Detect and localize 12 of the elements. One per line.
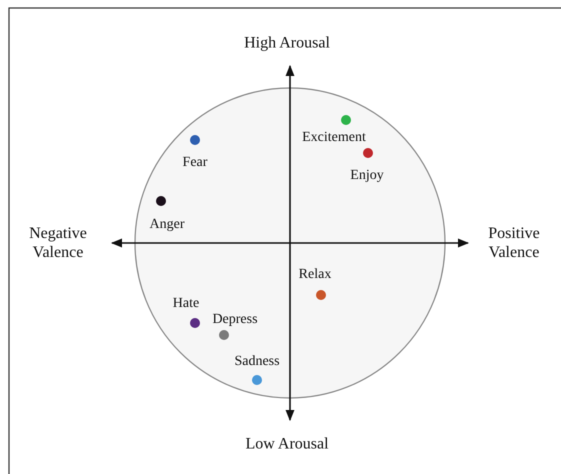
axis-label: Low Arousal [245, 434, 329, 454]
axis-label: Negative Valence [28, 224, 88, 262]
emotion-label: Fear [182, 155, 208, 171]
axis-label: Positive Valence [487, 224, 541, 262]
emotion-label: Sadness [234, 354, 280, 370]
emotion-label: Relax [298, 267, 332, 283]
emotion-label: Hate [172, 296, 200, 312]
emotion-label: Enjoy [350, 168, 384, 184]
emotion-label: Anger [150, 217, 184, 233]
emotion-label: Excitement [302, 130, 366, 146]
emotion-label: Depress [212, 312, 258, 328]
axis-label: High Arousal [244, 33, 330, 53]
